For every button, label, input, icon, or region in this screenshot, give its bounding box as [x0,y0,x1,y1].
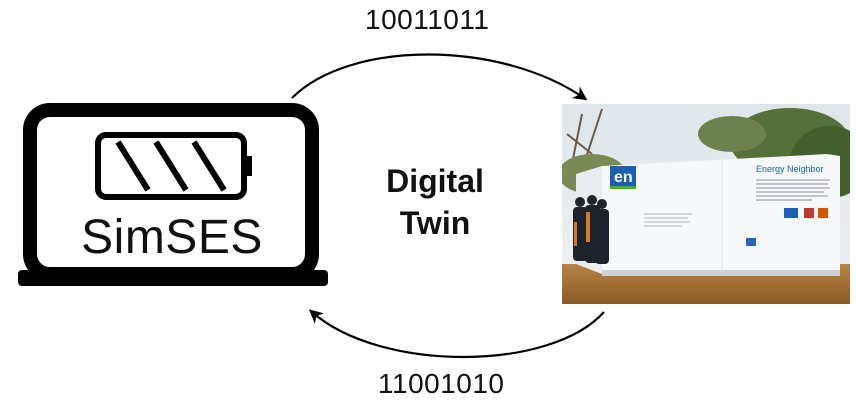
app-name-label: SimSES [81,211,263,264]
upload-bits-label: 10011011 [365,4,490,35]
brand-logo-text: en [614,169,633,186]
banner-title: Energy Neighbor [756,164,824,174]
laptop-icon [18,103,328,286]
battery-icon [95,132,252,200]
download-arrow [308,309,605,358]
upload-arrow [291,53,588,101]
digital-twin-label: Digital Twin [370,160,500,244]
energy-storage-container-photo: en Energy Neighbor [562,104,850,304]
download-bits-label: 11001010 [378,368,505,399]
digital-twin-line2: Twin [399,205,471,241]
digital-twin-line1: Digital [386,163,484,199]
